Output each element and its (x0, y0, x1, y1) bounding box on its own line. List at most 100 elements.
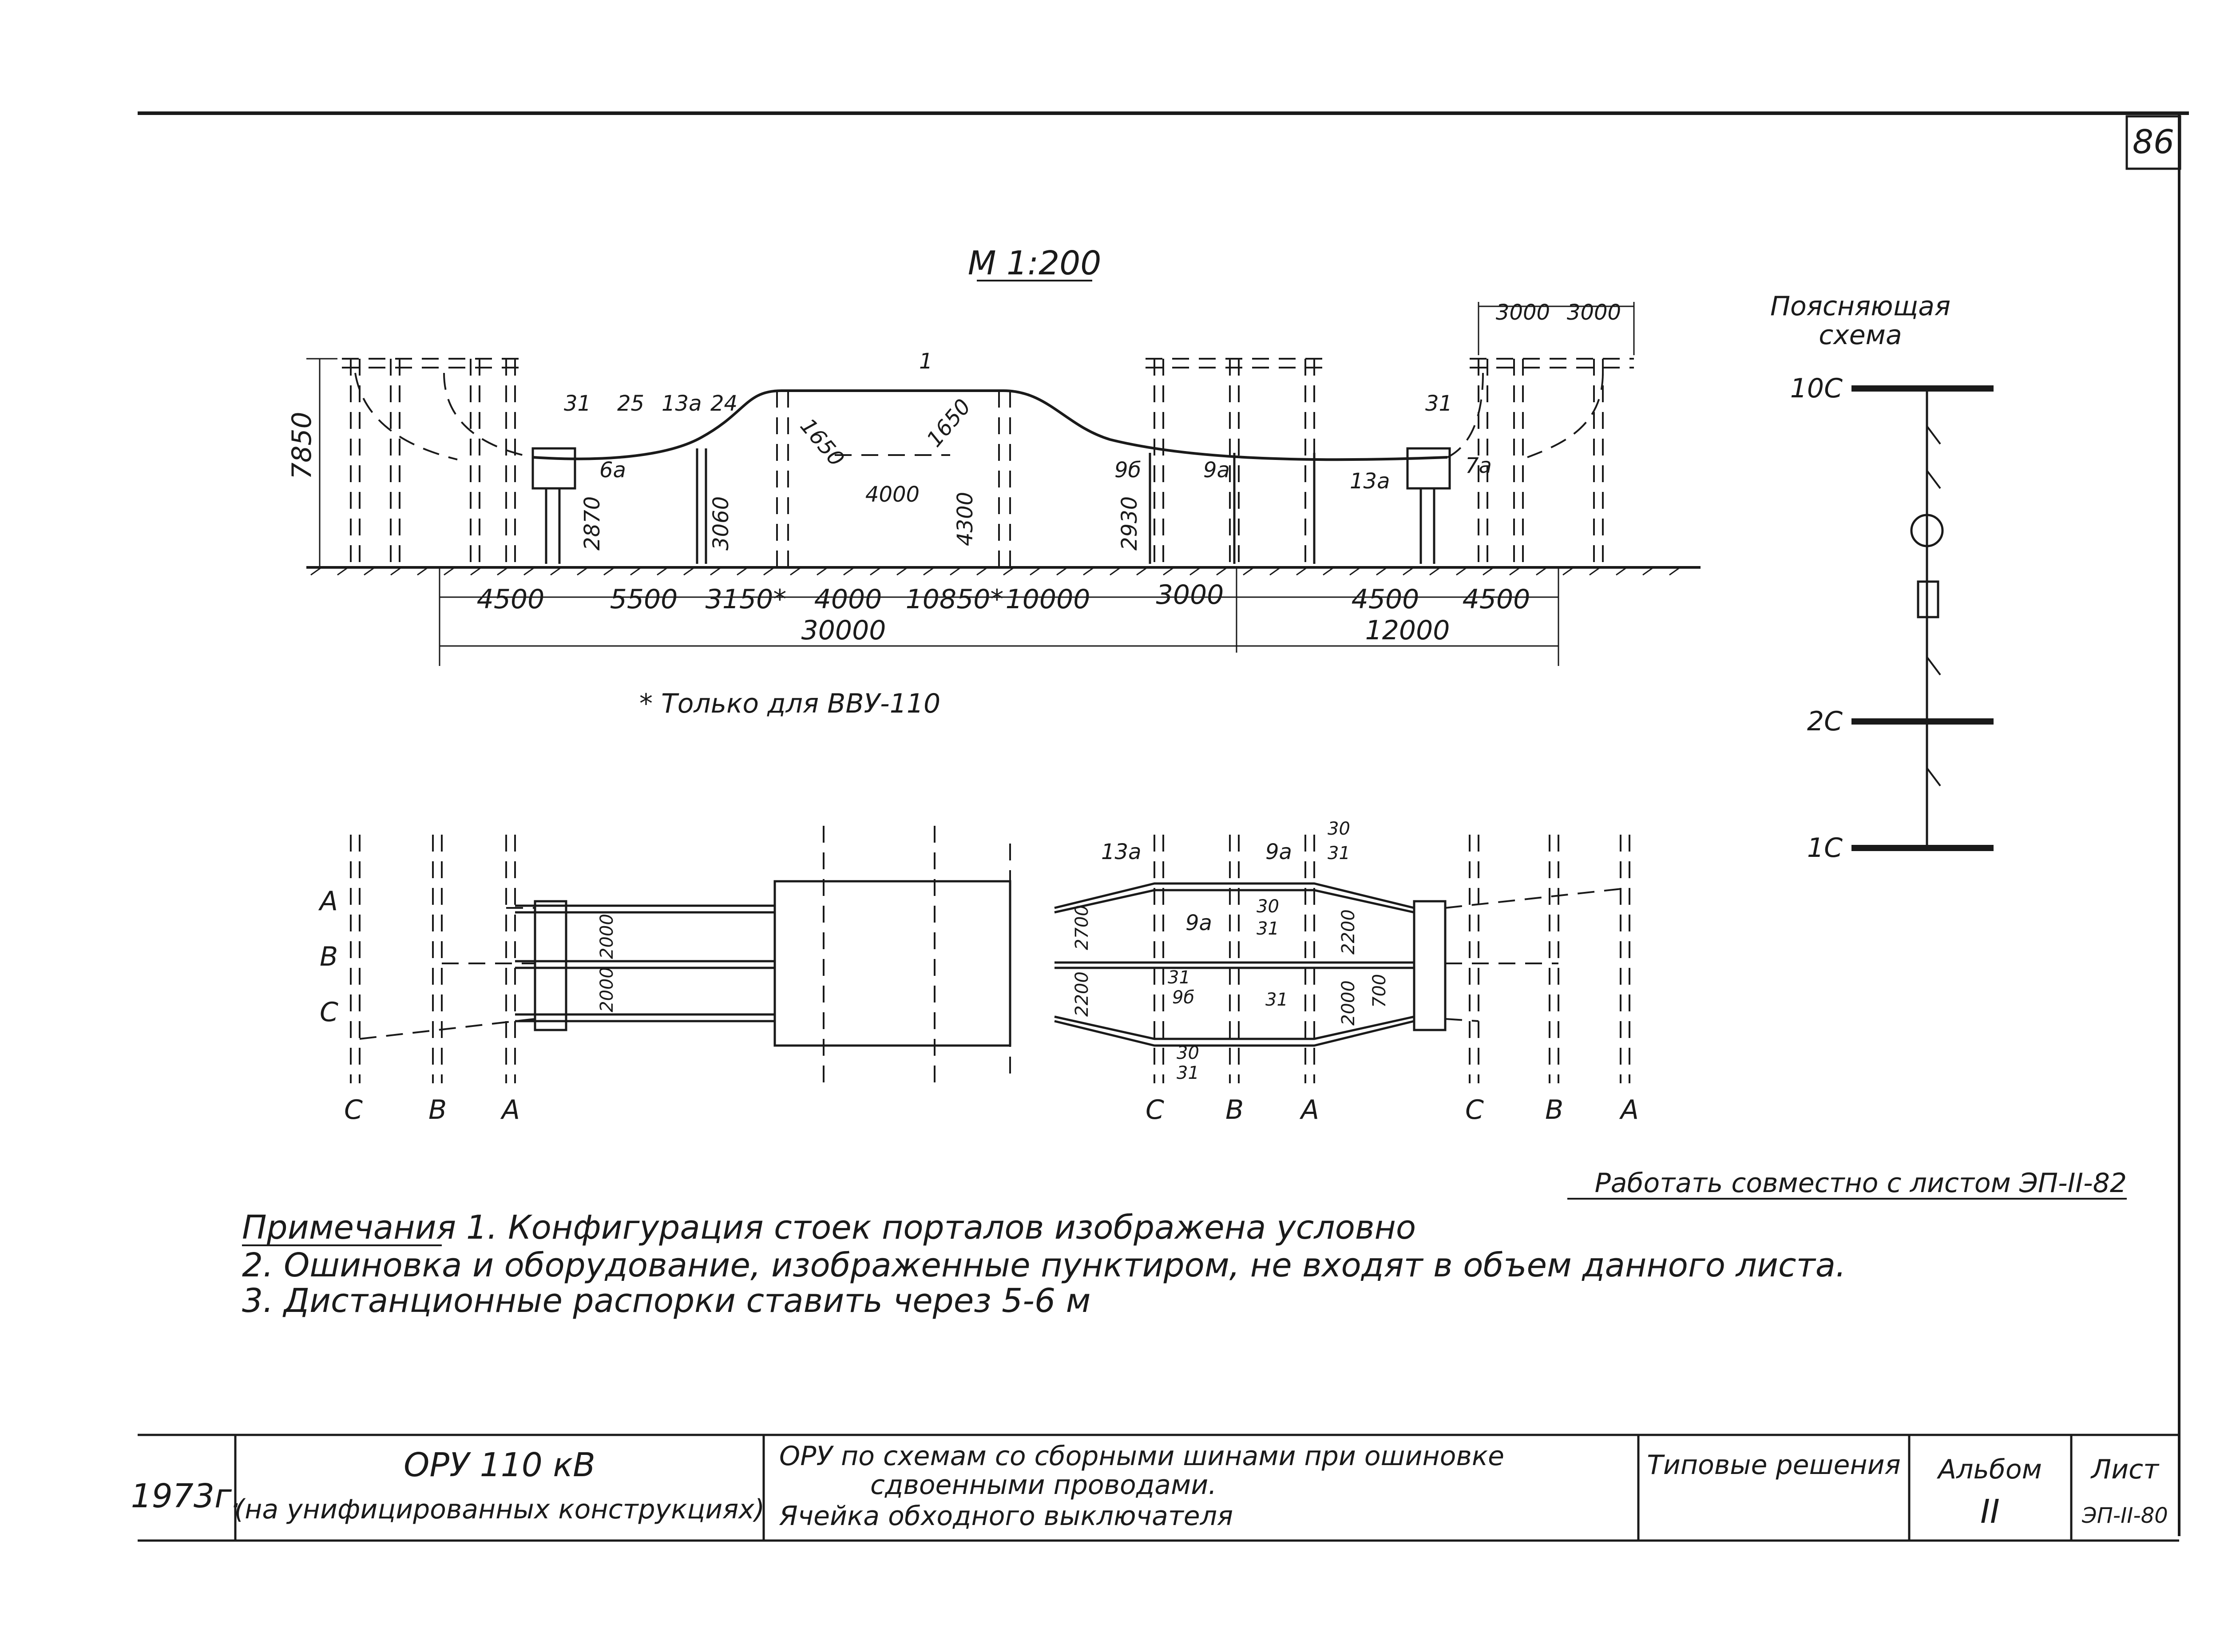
plan-buses (515, 880, 1447, 1047)
tb-desc-2: сдвоенными проводами. (870, 1470, 1217, 1501)
dim-height-1: 2870 (580, 496, 605, 551)
inner-span: 4000 (865, 482, 920, 507)
plan-label-31-bottom: 31 (1177, 1063, 1199, 1083)
tb-sheet-value: ЭП-II-80 (2081, 1503, 2168, 1528)
note-2: 2. Ошиновка и оборудование, изображенные… (242, 1246, 1846, 1284)
plan-label-30-bottom: 30 (1177, 1043, 1199, 1063)
phase-g3-b: B (1545, 1094, 1563, 1125)
tb-desc-3: Ячейка обходного выключателя (779, 1501, 1233, 1532)
tb-album-value: II (1980, 1493, 2000, 1531)
notes: Примечания 1. Конфигурация стоек портало… (242, 1208, 1846, 1320)
equipment-posts (531, 447, 1451, 564)
label-25: 25 (617, 391, 644, 416)
label-13a: 13а (662, 391, 702, 416)
label-6a: 6а (599, 458, 626, 483)
plan-leads (359, 887, 1630, 1040)
elevation-view: 7850 2870 3060 4300 2930 1650 1650 4000 … (286, 300, 1701, 666)
phase-left-c: C (320, 997, 338, 1028)
radius-left: 1650 (795, 414, 849, 471)
label-13a-right: 13а (1350, 469, 1390, 494)
span-10000: 10000 (1006, 584, 1090, 615)
title-block: 1973г. ОРУ 110 кВ (на унифицированных ко… (131, 1434, 2179, 1542)
span-3000: 3000 (1156, 579, 1224, 610)
label-24: 24 (710, 391, 737, 416)
span-4500-a: 4500 (477, 584, 545, 615)
plan-label-31-right: 31 (1265, 990, 1288, 1010)
ground-hatch (310, 567, 1681, 576)
scale-label: М 1:200 (968, 244, 1102, 282)
notes-title: Примечания (242, 1208, 456, 1247)
plan-view: A B C C B A C B A C B A 2000 2000 2700 2… (318, 819, 1639, 1125)
bus-1c: 1С (1807, 832, 1843, 864)
label-31-left: 31 (564, 391, 591, 416)
phase-g2-c: C (1146, 1094, 1164, 1125)
phase-g2-b: B (1225, 1094, 1244, 1125)
phase-left-a: A (318, 886, 338, 917)
phase-g2-a: A (1299, 1094, 1319, 1125)
phase-g1-a: A (500, 1094, 520, 1125)
explanatory-schema: Поясняющая схема 10С 2С 1С (1770, 291, 1994, 864)
plan-label-9b: 9б (1172, 987, 1194, 1008)
tb-object: ОРУ 110 кВ (404, 1446, 595, 1484)
span-3150: 3150* (706, 584, 787, 615)
top-span-2: 3000 (1567, 300, 1621, 325)
plan-label-9a-top: 9а (1265, 840, 1292, 864)
phase-g3-a: A (1619, 1094, 1639, 1125)
total-12000: 12000 (1365, 615, 1450, 646)
left-portal (342, 358, 533, 567)
phase-left-b: B (320, 941, 338, 972)
radius-right: 1650 (922, 394, 975, 452)
label-7a: 7а (1465, 453, 1492, 478)
phase-g3-c: C (1465, 1094, 1484, 1125)
page-number: 86 (2133, 123, 2174, 161)
span-4000: 4000 (814, 584, 882, 615)
top-span-1: 3000 (1496, 300, 1550, 325)
plan-label-31-top: 31 (1328, 843, 1350, 864)
plan-dim-2: 2000 (597, 967, 617, 1012)
bus-conductor (532, 389, 1448, 461)
tb-desc-1: ОРУ по схемам со сборными шинами при оши… (779, 1441, 1504, 1472)
span-4500-c: 4500 (1463, 584, 1530, 615)
dim-height-3: 4300 (953, 492, 978, 546)
bus-10c: 10С (1790, 373, 1843, 404)
plan-label-30-mid: 30 (1257, 896, 1279, 917)
plan-label-13a: 13а (1101, 840, 1142, 864)
label-1: 1 (919, 349, 933, 374)
plan-dim-3: 2700 (1072, 905, 1092, 950)
total-30000: 30000 (801, 615, 886, 646)
plan-label-30-top: 30 (1328, 819, 1350, 839)
dim-height-2: 3060 (709, 496, 733, 551)
label-9a: 9а (1203, 458, 1230, 483)
cross-reference: Работать совместно с листом ЭП-II-82 (1595, 1168, 2127, 1199)
note-1: 1. Конфигурация стоек порталов изображен… (466, 1208, 1416, 1247)
dimension-lines (306, 302, 1635, 666)
tb-type: Типовые решения (1647, 1450, 1900, 1481)
span-4500-b: 4500 (1352, 584, 1419, 615)
plan-dim-6: 2000 (1338, 980, 1359, 1026)
plan-dim-5: 2200 (1338, 909, 1359, 955)
label-31-right: 31 (1425, 391, 1452, 416)
tb-album-label: Альбом (1936, 1454, 2042, 1485)
tb-year: 1973г. (131, 1477, 242, 1515)
dim-height-total: 7850 (286, 412, 317, 479)
footnote: * Только для ВВУ-110 (639, 688, 940, 719)
right-portals (1146, 358, 1634, 567)
plan-dim-1: 2000 (597, 914, 617, 959)
schema-title-1: Поясняющая (1770, 291, 1950, 322)
plan-label-31-mid: 31 (1257, 919, 1279, 939)
plan-dim-7: 700 (1369, 974, 1390, 1008)
tb-object-sub: (на унифицированных конструкциях) (234, 1494, 765, 1525)
span-5500: 5500 (610, 584, 678, 615)
sheet-frame: 86 (138, 111, 2189, 1536)
plan-label-9a-mid: 9а (1185, 911, 1212, 935)
schema-title-2: схема (1819, 320, 1902, 351)
phase-g1-b: B (428, 1094, 447, 1125)
bus-2c: 2С (1807, 706, 1843, 737)
tb-sheet-label: Лист (2090, 1454, 2160, 1485)
plan-label-31-low: 31 (1168, 967, 1190, 988)
note-3: 3. Дистанционные распорки ставить через … (242, 1282, 1090, 1320)
label-9b: 9б (1114, 458, 1141, 483)
plan-dim-4: 2200 (1072, 971, 1092, 1017)
